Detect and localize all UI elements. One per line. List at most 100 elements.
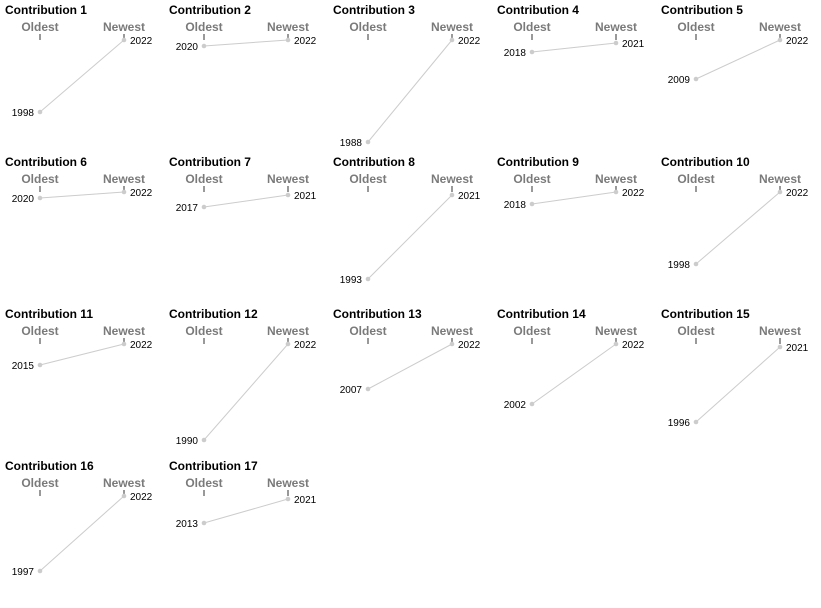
- x-tick-label-oldest: Oldest: [185, 20, 222, 34]
- data-label-newest: 2022: [786, 36, 809, 47]
- data-label-newest: 2022: [622, 188, 645, 199]
- data-label-newest: 2021: [786, 343, 809, 354]
- panel-title: Contribution 2: [169, 3, 251, 17]
- data-point-newest: [121, 189, 127, 195]
- data-point-oldest: [529, 201, 535, 207]
- panel-title: Contribution 12: [169, 307, 258, 321]
- data-label-newest: 2021: [294, 191, 317, 202]
- x-tick-label-newest: Newest: [103, 20, 145, 34]
- panel-title: Contribution 3: [333, 3, 415, 17]
- data-label-oldest: 2018: [504, 200, 527, 211]
- x-tick-label-newest: Newest: [431, 20, 473, 34]
- panel-title: Contribution 14: [497, 307, 586, 321]
- slope-line: [695, 191, 781, 265]
- panel-title: Contribution 8: [333, 155, 415, 169]
- data-point-newest: [285, 37, 291, 43]
- x-tick-label-oldest: Oldest: [185, 172, 222, 186]
- panel-title: Contribution 1: [5, 3, 87, 17]
- slope-line: [203, 498, 289, 524]
- data-point-newest: [613, 40, 619, 46]
- data-point-oldest: [693, 76, 699, 82]
- x-tick-label-newest: Newest: [759, 20, 801, 34]
- slope-line: [203, 39, 289, 47]
- data-point-newest: [285, 192, 291, 198]
- x-tick-label-newest: Newest: [103, 476, 145, 490]
- x-tick-label-newest: Newest: [431, 324, 473, 338]
- data-label-oldest: 1988: [340, 138, 363, 149]
- data-label-oldest: 2020: [176, 42, 199, 53]
- data-point-newest: [285, 496, 291, 502]
- x-tick-label-oldest: Oldest: [21, 20, 58, 34]
- x-tick-label-oldest: Oldest: [349, 172, 386, 186]
- data-label-oldest: 2018: [504, 48, 527, 59]
- data-label-oldest: 2017: [176, 203, 199, 214]
- data-label-oldest: 2007: [340, 385, 363, 396]
- panel-title: Contribution 10: [661, 155, 750, 169]
- data-point-newest: [121, 493, 127, 499]
- x-tick-label-newest: Newest: [267, 476, 309, 490]
- data-point-newest: [777, 37, 783, 43]
- data-point-oldest: [201, 43, 207, 49]
- data-point-newest: [449, 192, 455, 198]
- x-tick-label-newest: Newest: [759, 172, 801, 186]
- x-tick-label-newest: Newest: [267, 324, 309, 338]
- data-label-newest: 2022: [622, 340, 645, 351]
- x-tick-label-oldest: Oldest: [349, 20, 386, 34]
- data-point-newest: [613, 341, 619, 347]
- data-point-newest: [449, 37, 455, 43]
- panel-title: Contribution 15: [661, 307, 750, 321]
- x-tick-label-oldest: Oldest: [513, 20, 550, 34]
- data-label-newest: 2022: [294, 36, 317, 47]
- panel-title: Contribution 6: [5, 155, 87, 169]
- x-tick-label-newest: Newest: [267, 20, 309, 34]
- data-point-oldest: [365, 386, 371, 392]
- panel-title: Contribution 5: [661, 3, 743, 17]
- data-point-oldest: [529, 401, 535, 407]
- data-label-oldest: 1998: [12, 108, 35, 119]
- data-point-newest: [285, 341, 291, 347]
- data-label-newest: 2022: [458, 340, 481, 351]
- x-tick-label-oldest: Oldest: [185, 476, 222, 490]
- slope-line: [367, 343, 453, 390]
- data-point-oldest: [37, 195, 43, 201]
- data-point-oldest: [201, 437, 207, 443]
- x-tick-label-newest: Newest: [103, 172, 145, 186]
- panel-title: Contribution 16: [5, 459, 94, 473]
- panel-title: Contribution 9: [497, 155, 579, 169]
- data-label-oldest: 2009: [668, 75, 691, 86]
- data-label-oldest: 2013: [176, 519, 199, 530]
- slope-plot: Oldest Newest 1988 2022: [340, 20, 481, 149]
- slope-line: [531, 42, 617, 53]
- x-tick-label-oldest: Oldest: [349, 324, 386, 338]
- x-tick-label-oldest: Oldest: [677, 172, 714, 186]
- slope-line: [203, 194, 289, 208]
- data-point-newest: [449, 341, 455, 347]
- data-label-newest: 2022: [458, 36, 481, 47]
- slope-line: [695, 346, 781, 423]
- slope-line: [367, 39, 453, 143]
- data-point-oldest: [693, 261, 699, 267]
- panel-title: Contribution 4: [497, 3, 579, 17]
- x-tick-label-newest: Newest: [267, 172, 309, 186]
- data-label-newest: 2022: [786, 188, 809, 199]
- x-tick-label-oldest: Oldest: [185, 324, 222, 338]
- data-point-oldest: [365, 276, 371, 282]
- x-tick-label-newest: Newest: [759, 324, 801, 338]
- slope-plot: Oldest Newest 2007 2022: [340, 324, 481, 396]
- data-point-oldest: [201, 520, 207, 526]
- data-label-newest: 2022: [130, 492, 153, 503]
